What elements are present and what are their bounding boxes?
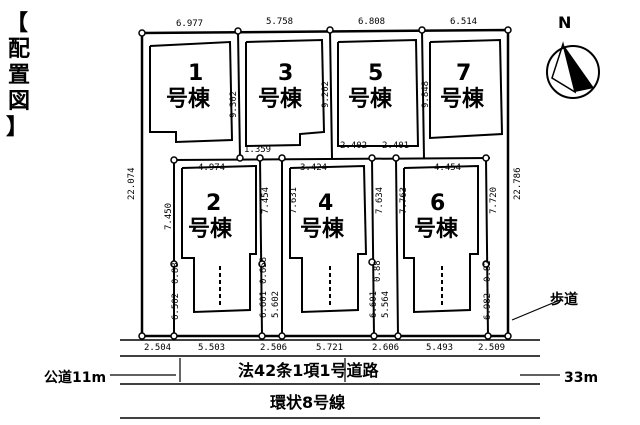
dim-site-left: 22.074 xyxy=(127,167,137,200)
building-1 xyxy=(149,40,234,144)
lot-7-label: 号棟 xyxy=(440,86,485,112)
lot-1-label: 号棟 xyxy=(166,86,211,112)
building-3 xyxy=(245,38,326,148)
dim-lot-4-right: 7.634 xyxy=(375,187,385,214)
lot-4-label: 号棟 xyxy=(300,216,345,242)
dim-lot-6-low-a: 6.601 xyxy=(369,291,379,318)
title-char-3: 図 xyxy=(8,89,30,114)
dim-lot-5-bottom-b: 2.401 xyxy=(382,141,409,151)
dimensions-top: 6.977 5.758 6.808 6.514 xyxy=(176,17,477,29)
lot-3-label: 号棟 xyxy=(258,86,303,112)
dimensions-lower-vertical: 7.450 7.454 7.631 7.634 7.763 7.720 6.50… xyxy=(164,187,499,320)
dim-lot-5-top: 6.808 xyxy=(358,17,385,27)
dim-lot-4-left: 7.631 xyxy=(289,187,299,214)
public-road-label: 公道11m xyxy=(44,369,106,386)
dimensions-bottom: 2.504 5.503 2.506 5.721 2.606 5.493 2.50… xyxy=(144,343,505,353)
dim-lot-2-left: 7.450 xyxy=(164,203,174,230)
lot-7-number: 7 xyxy=(456,61,471,86)
dim-lot-3-top: 5.758 xyxy=(266,17,293,27)
dimensions-site-sides: 22.074 22.786 xyxy=(127,167,523,200)
dim-lot-4-low-b: 5.602 xyxy=(271,291,281,318)
title-bracket-close: 】 xyxy=(6,115,28,140)
upper-lot-lines xyxy=(173,29,491,161)
dim-small-1: 0.88 xyxy=(171,262,181,284)
dim-bottom-1: 2.504 xyxy=(144,343,171,353)
dim-lot-5-bottom-a: 2.402 xyxy=(340,141,367,151)
title: 【 配 置 図 】 xyxy=(6,11,30,140)
dim-small-5: 6.982 xyxy=(483,293,493,320)
dimensions-small: 0.88 0.658 0.88 0.82 6.982 xyxy=(171,257,493,320)
dimensions-lower-top: 4.974 3.424 4.454 xyxy=(198,163,461,173)
dim-lot-7-side: 9.848 xyxy=(421,81,431,108)
title-char-1: 配 xyxy=(8,37,30,62)
dim-lot-2-top: 4.974 xyxy=(198,163,225,173)
road-labels: 公道11m 法42条1項1号道路 33m 環状8号線 歩道 xyxy=(44,291,598,412)
dim-lot-1-side: 9.302 xyxy=(229,91,239,118)
dim-lot-6-low-b: 5.564 xyxy=(381,291,391,318)
dim-bottom-2: 5.503 xyxy=(198,343,225,353)
compass-ring xyxy=(546,45,600,99)
compass-needle-outline xyxy=(551,41,577,94)
lot-3-number: 3 xyxy=(278,61,293,86)
building-6 xyxy=(403,164,479,314)
lower-lot-lines xyxy=(173,157,489,337)
dim-bottom-7: 2.509 xyxy=(478,343,505,353)
dim-lot-6-right: 7.720 xyxy=(489,187,499,214)
dim-lot-3-bottom: 1.359 xyxy=(244,145,271,155)
dim-lot-4-top: 3.424 xyxy=(300,163,327,173)
road-width-label: 33m xyxy=(564,370,598,386)
boundary-markers xyxy=(138,26,512,340)
dim-bottom-5: 2.606 xyxy=(372,343,399,353)
dim-lot-1-top: 6.977 xyxy=(176,19,203,29)
dim-lot-2-low-b: 6.502 xyxy=(171,293,181,320)
dim-small-4: 0.82 xyxy=(483,260,493,282)
dim-lot-7-top: 6.514 xyxy=(450,17,477,27)
compass-needle-icon xyxy=(563,44,594,92)
dim-small-2: 0.658 xyxy=(259,257,269,284)
title-bracket-open: 【 xyxy=(6,11,28,36)
dim-bottom-6: 5.493 xyxy=(426,343,453,353)
dim-lot-3-side: 9.202 xyxy=(321,81,331,108)
lot-6-label: 号棟 xyxy=(414,216,459,242)
sidewalk-label: 歩道 xyxy=(550,291,578,308)
lot-labels: 1 号棟 3 号棟 5 号棟 7 号棟 2 号棟 4 号棟 6 号棟 xyxy=(166,61,485,242)
lot-5-number: 5 xyxy=(368,61,383,86)
dim-bottom-3: 2.506 xyxy=(260,343,287,353)
title-char-2: 置 xyxy=(8,63,30,88)
dim-lot-6-left: 7.763 xyxy=(399,187,409,214)
roads xyxy=(110,299,561,419)
road-42-label: 法42条1項1号道路 xyxy=(238,361,380,380)
lot-2-number: 2 xyxy=(206,191,221,216)
north-label: N xyxy=(558,13,571,32)
dim-lot-6-top: 4.454 xyxy=(434,163,461,173)
dim-site-right: 22.786 xyxy=(513,167,523,200)
dim-lot-4-low-a: 6.601 xyxy=(259,291,269,318)
lot-6-number: 6 xyxy=(430,191,445,216)
building-5 xyxy=(337,38,420,147)
north-compass: N xyxy=(546,13,600,99)
building-7 xyxy=(429,38,504,140)
lot-1-number: 1 xyxy=(188,61,203,86)
lot-2-label: 号棟 xyxy=(188,216,233,242)
lot-5-label: 号棟 xyxy=(348,86,393,112)
dim-bottom-4: 5.721 xyxy=(316,343,343,353)
lot-4-number: 4 xyxy=(318,191,333,216)
dim-small-3: 0.88 xyxy=(373,260,383,282)
building-4 xyxy=(289,164,368,314)
dim-lot-2-right: 7.454 xyxy=(261,187,271,214)
building-2 xyxy=(181,164,257,314)
dimensions-upper-vertical: 9.302 9.202 9.848 1.359 2.402 2.401 xyxy=(229,81,431,155)
ring-road-label: 環状8号線 xyxy=(270,393,345,412)
